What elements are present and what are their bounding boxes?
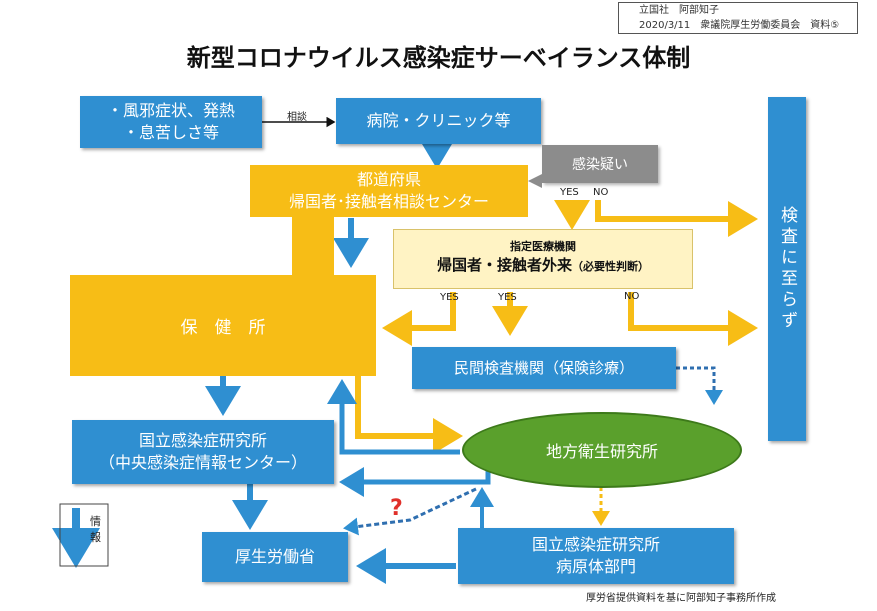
diagram-title: 新型コロナウイルス感染症サーベイランス体制 [186,44,691,72]
niid-center-box: 国立感染症研究所 （中央感染症情報センター） [72,420,334,484]
niid-pathogen-line-1: 国立感染症研究所 [531,535,660,554]
designated-outpatient-box: 指定医療機関 帰国者・接触者外来（必要性判断） [393,229,693,289]
niid-center-line-2: （中央感染症情報センター） [98,453,307,472]
symptoms-box: ・風邪症状、発熱 ・息苦しさ等 [80,96,262,148]
no-test-text: 検査に至らず [777,206,797,332]
legend-info-line-2: 報 [90,531,101,544]
consult-label: 相談 [287,112,307,123]
legend-info-line-1: 情 [90,515,101,528]
suspect-no-label: NO [593,187,609,198]
arrow-private-local [676,366,723,405]
niid-center-line-1: 国立感染症研究所 [138,431,267,450]
niid-pathogen-line-2: 病原体部門 [555,557,636,576]
suspect-box: 感染疑い [542,145,658,183]
stamp-line-1: 立国社 阿部知子 [639,5,719,16]
no-test-box: 検査に至らず [768,97,806,441]
suspect-yes-label: YES [560,187,579,198]
hospital-box: 病院・クリニック等 [336,98,541,144]
designated-yes-label-1: YES [440,292,459,303]
center-line-2: 帰国者･接触者相談センター [288,192,489,211]
arrow-suspect-no [595,200,758,237]
symptoms-line-1: ・風邪症状、発熱 [106,101,235,120]
consultation-center-box: 都道府県 帰国者･接触者相談センター [250,165,528,217]
suspect-pointer [528,174,542,188]
stamp-line-2: 2020/3/11 衆議院厚生労働委員会 資料⑤ [639,20,840,31]
private-lab-box: 民間検査機関（保険診療） [412,347,676,389]
designated-yes-label-2: YES [498,292,517,303]
source-footer: 厚労省提供資料を基に阿部知子事務所作成 [586,593,776,604]
designated-no-label: NO [624,291,640,302]
arrow-designated-yes-health [382,292,456,346]
designated-label: 指定医療機関 [510,240,576,253]
health-center-box: 保 健 所 [70,275,376,376]
local-health-lab-ellipse: 地方衛生研究所 [462,412,742,488]
document-stamp: 立国社 阿部知子 2020/3/11 衆議院厚生労働委員会 資料⑤ [618,2,858,34]
arrow-designated-no [628,292,758,346]
designated-main: 帰国者・接触者外来 [436,256,572,274]
niid-pathogen-box: 国立感染症研究所 病原体部門 [458,528,734,584]
arrow-health-local [355,376,463,454]
legend-info-label: 情 報 [90,514,101,546]
symptoms-line-2: ・息苦しさ等 [122,123,219,142]
arrow-local-mhlw-uncertain [343,487,477,536]
arrow-local-health [327,379,460,455]
mhlw-box: 厚生労働省 [202,532,348,582]
center-health-connector [292,217,334,275]
designated-note: （必要性判断） [572,260,649,273]
center-line-1: 都道府県 [356,170,421,189]
legend-box [59,503,109,567]
question-mark: ? [390,496,403,521]
arrow-local-niid [339,467,491,497]
